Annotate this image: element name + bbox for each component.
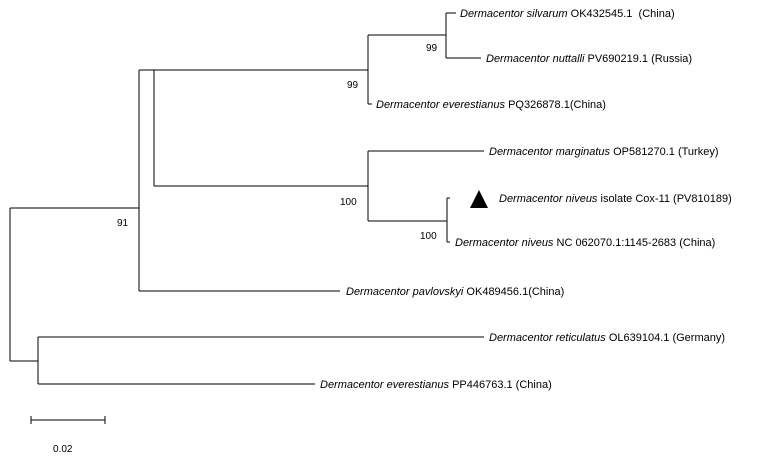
support-value-cladeA: 99 (347, 80, 359, 91)
taxon-label-marginatus: Dermacentor marginatus OP581270.1 (Turke… (489, 146, 718, 158)
scale-bar-label: 0.02 (53, 444, 73, 455)
taxon-label-everestianus-2: Dermacentor everestianus PP446763.1 (Chi… (320, 379, 552, 391)
taxon-label-everestianus-1: Dermacentor everestianus PQ326878.1(Chin… (376, 99, 606, 111)
support-value-cladeB: 100 (340, 197, 357, 208)
marker-triangle-icon (470, 190, 488, 208)
taxon-label-silvarum: Dermacentor silvarum OK432545.1 (China) (460, 8, 675, 20)
taxon-label-niveus-nc: Dermacentor niveus NC 062070.1:1145-2683… (455, 237, 715, 249)
taxon-label-reticulatus: Dermacentor reticulatus OL639104.1 (Germ… (489, 332, 725, 344)
taxon-label-nuttalli: Dermacentor nuttalli PV690219.1 (Russia) (486, 53, 692, 65)
support-value-silvarum-nuttalli: 99 (426, 43, 438, 54)
support-value-niveus-pair: 100 (420, 231, 437, 242)
taxon-label-niveus-cox11: Dermacentor niveus isolate Cox-11 (PV810… (499, 193, 732, 205)
taxon-label-pavlovskyi: Dermacentor pavlovskyi OK489456.1(China) (346, 286, 564, 298)
support-value-ingroup: 91 (117, 218, 129, 229)
